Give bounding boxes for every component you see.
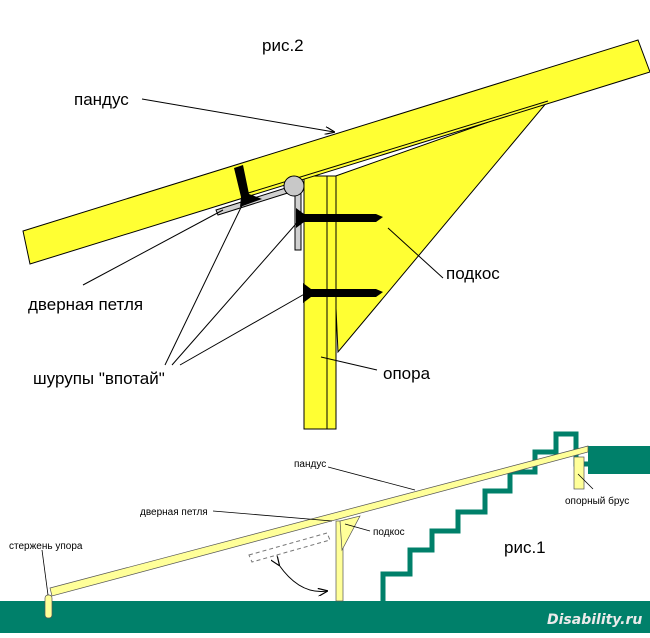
label-brace: подкос (446, 264, 500, 283)
hinge-pin (283, 175, 305, 197)
leader-screw-3 (179, 291, 309, 366)
small-support-post (335, 520, 344, 602)
support-post (303, 175, 337, 430)
leader-screw-1 (164, 196, 247, 366)
label-ramp: пандус (74, 90, 129, 109)
support-beam (573, 456, 585, 490)
platform (588, 446, 650, 474)
watermark-logo: Disability.ru (547, 612, 642, 628)
label-small-brace: подкос (373, 527, 405, 538)
leader-screw-2 (171, 216, 303, 366)
leader-support (320, 356, 378, 371)
ramp-board (22, 39, 650, 265)
leader-brace (387, 227, 444, 279)
stairs (380, 431, 588, 602)
small-ramp-board (49, 445, 589, 597)
screw-post-lower (303, 283, 383, 303)
leader-stop-rod (41, 549, 49, 596)
leader-small-brace (344, 523, 371, 532)
leader-door-hinge (82, 209, 224, 286)
leader-small-ramp (327, 466, 416, 491)
label-stop-rod: стержень упора (9, 541, 83, 552)
label-screws: шурупы "впотай" (33, 369, 165, 388)
figure-2: рис.2 пандус дверная петля шурупы "впота… (22, 36, 650, 430)
label-support-beam: опорный брус (565, 495, 629, 507)
label-support: опора (383, 364, 431, 383)
stop-rod (44, 594, 53, 619)
screw-post-upper (296, 208, 383, 228)
figure-1-title: рис.1 (504, 538, 546, 557)
leader-support-beam (577, 473, 594, 490)
leader-small-hinge (212, 510, 333, 522)
small-brace (339, 515, 361, 552)
ground (0, 601, 650, 633)
label-small-door-hinge: дверная петля (140, 507, 208, 518)
label-small-ramp: пандус (294, 459, 326, 470)
figure-2-title: рис.2 (262, 36, 304, 55)
label-door-hinge: дверная петля (28, 295, 143, 314)
rotation-arrow (279, 565, 327, 591)
leader-ramp (141, 98, 334, 132)
figure-1: пандус дверная петля подкос стержень упо… (0, 431, 650, 633)
screw-ramp (234, 165, 262, 207)
